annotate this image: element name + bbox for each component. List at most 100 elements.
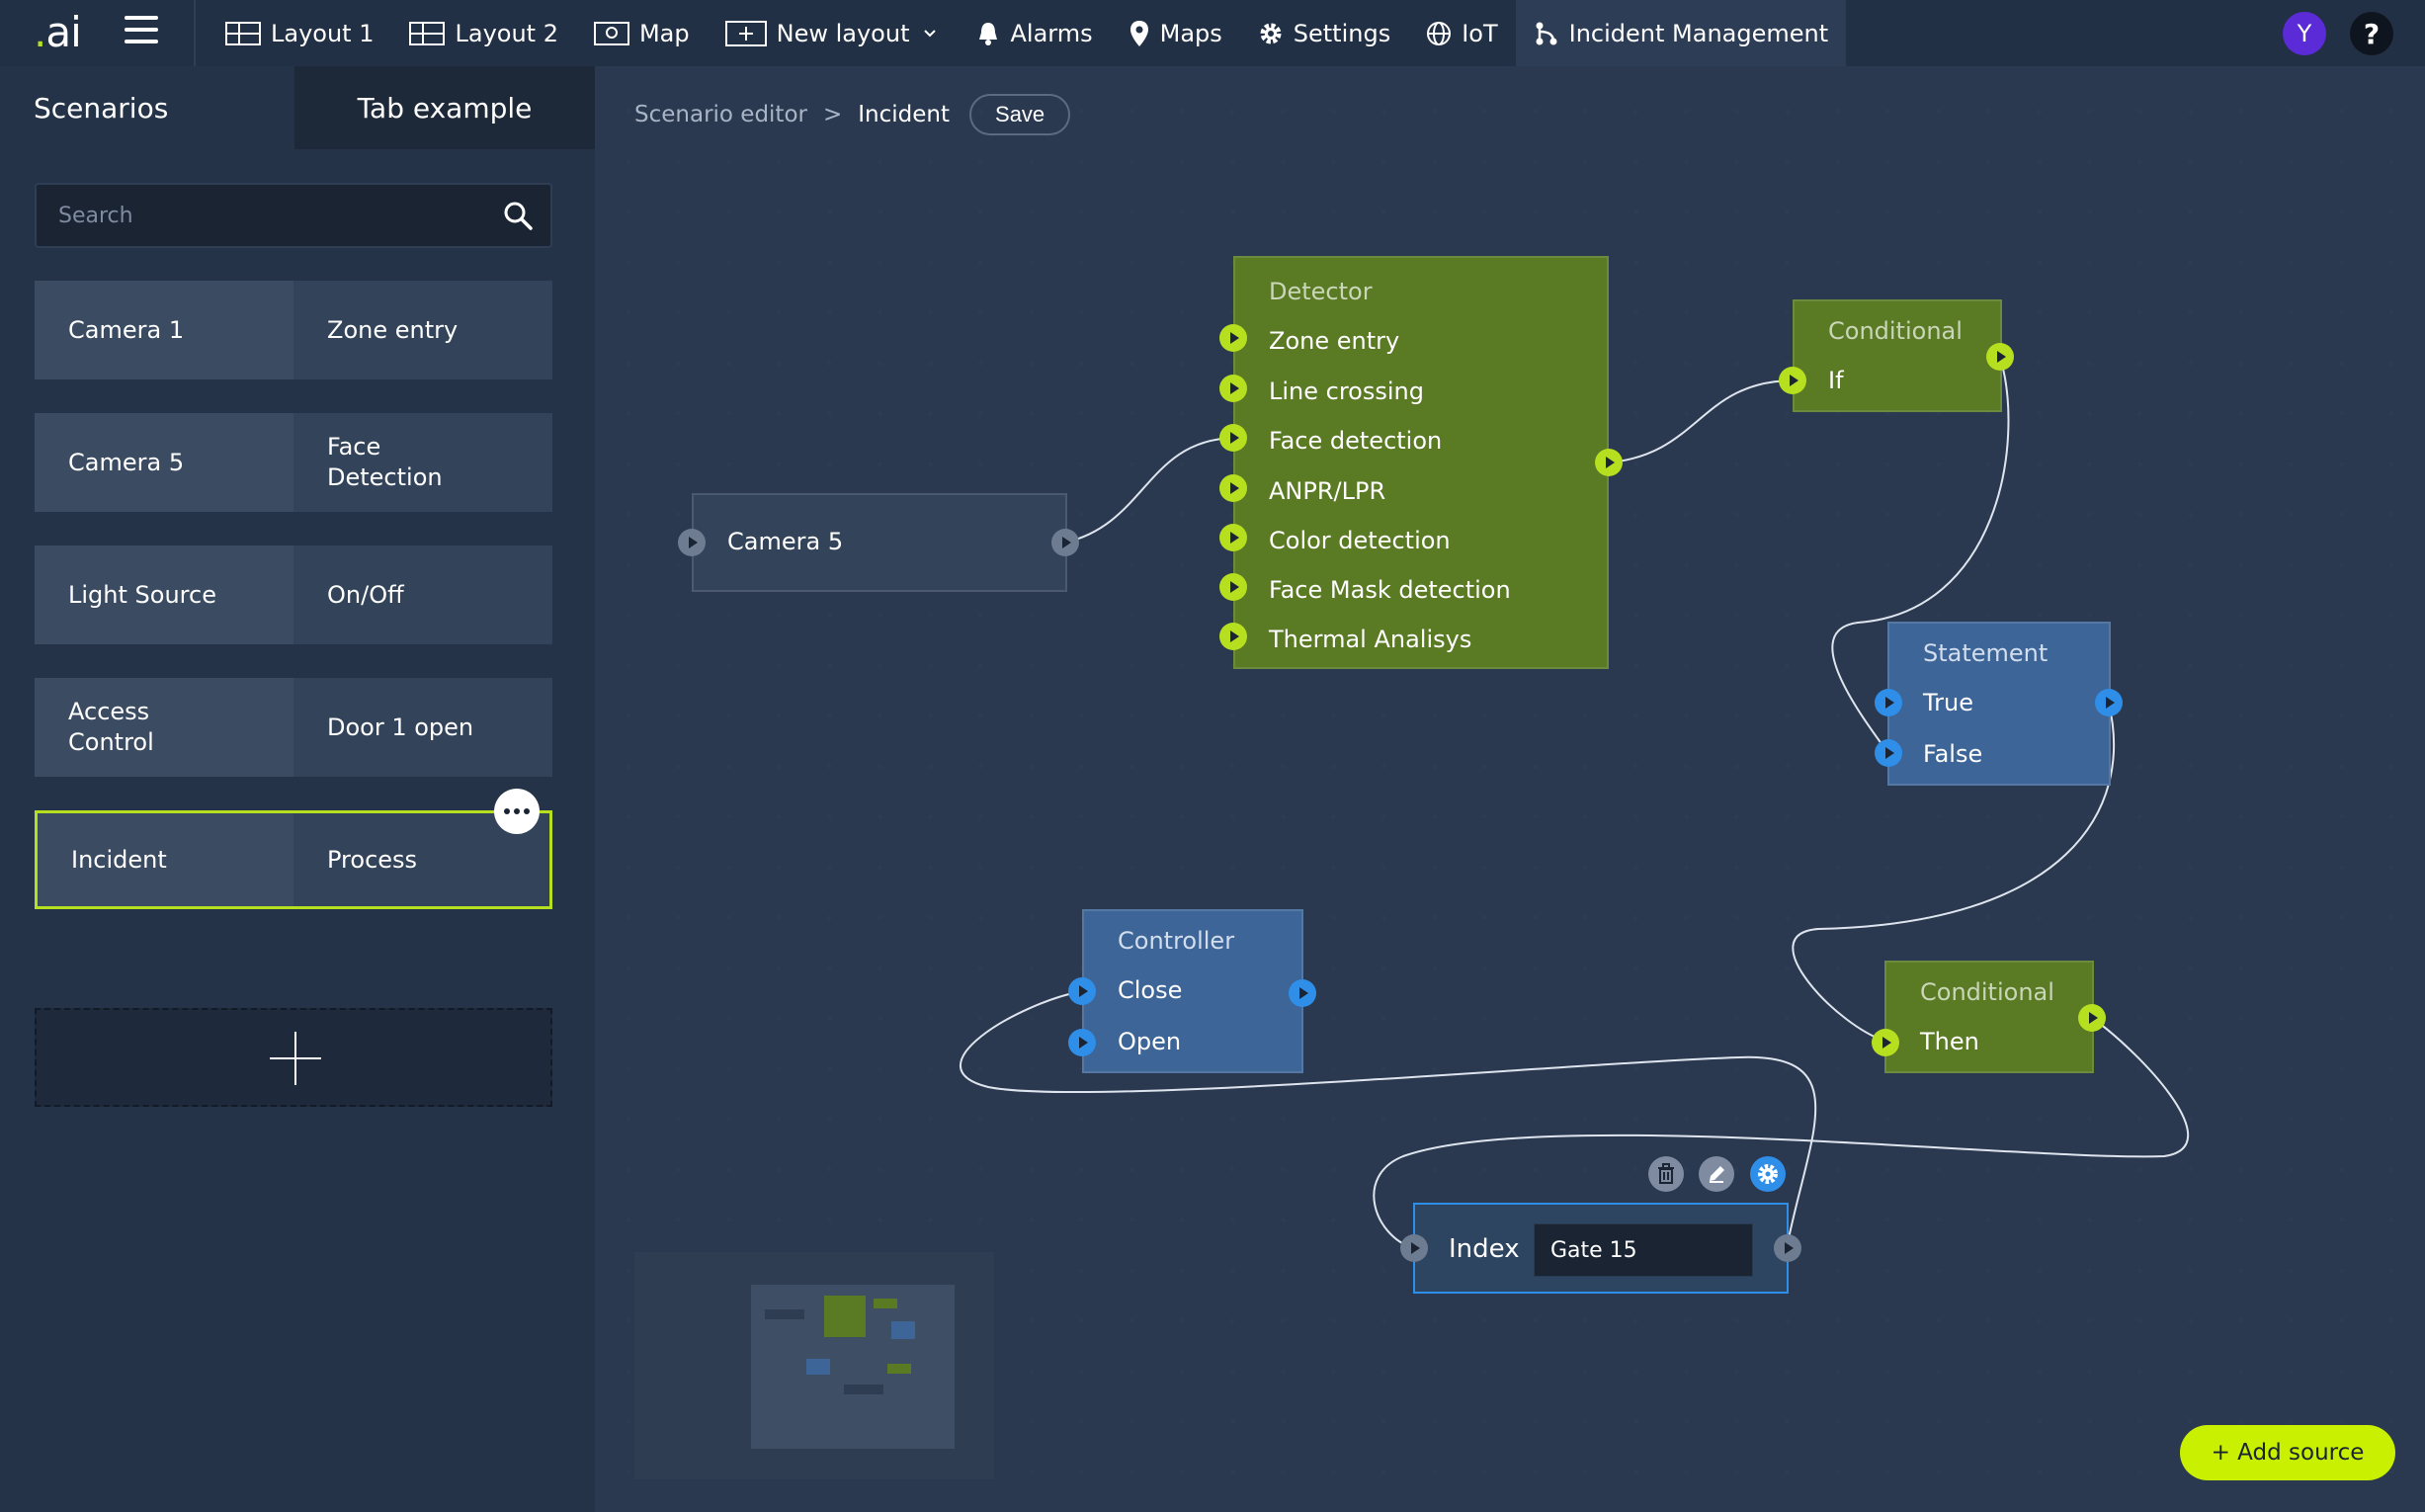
add-source-button[interactable]: + Add source [2180, 1425, 2395, 1480]
detector-item-line-crossing: Line crossing [1269, 378, 1424, 405]
statement-item-true: True [1923, 689, 1973, 716]
user-avatar[interactable]: Y [2283, 12, 2326, 55]
bell-icon [979, 22, 998, 45]
detector-output-port-icon[interactable] [1595, 449, 1623, 476]
scenario-card-camera-5[interactable]: Camera 5 Face Detection [35, 413, 552, 512]
scenario-card-access-control[interactable]: Access Control Door 1 open [35, 678, 552, 777]
minimap-viewport[interactable] [751, 1285, 955, 1449]
save-button[interactable]: Save [969, 94, 1071, 135]
delete-node-icon[interactable] [1648, 1156, 1684, 1192]
index-output-port-icon[interactable] [1774, 1234, 1801, 1262]
logo-text: ai [45, 8, 81, 56]
conditional-then-output-port-icon[interactable] [2078, 1004, 2106, 1032]
nav-item-label: Layout 2 [455, 19, 558, 47]
scenario-source: Camera 1 [35, 281, 293, 379]
index-node[interactable]: Index [1413, 1203, 1789, 1294]
canvas-minimap[interactable] [634, 1252, 994, 1479]
index-input-port-icon[interactable] [1400, 1234, 1428, 1262]
breadcrumb-separator: > [822, 102, 843, 127]
nav-divider [194, 0, 196, 66]
nav-item-layout-2[interactable]: Layout 2 [391, 0, 575, 66]
statement-node[interactable]: Statement True False [1887, 622, 2111, 786]
scenario-source: Light Source [35, 546, 293, 644]
camera-node[interactable]: Camera 5 [692, 493, 1067, 592]
nav-item-label: Maps [1159, 19, 1222, 47]
statement-true-port-icon[interactable] [1875, 689, 1902, 716]
detector-port-anpr-icon[interactable] [1219, 474, 1247, 502]
search-box [35, 183, 552, 248]
scenario-card-incident[interactable]: Incident Process [35, 810, 552, 909]
statement-item-false: False [1923, 740, 1983, 768]
detector-item-face-mask: Face Mask detection [1269, 576, 1511, 604]
detector-port-face-detection-icon[interactable] [1219, 424, 1247, 452]
layout-icon [225, 21, 261, 45]
nav-item-label: IoT [1462, 19, 1498, 47]
detector-port-face-mask-icon[interactable] [1219, 573, 1247, 601]
minimap-node [824, 1296, 866, 1337]
controller-item-close: Close [1118, 976, 1183, 1004]
nav-menu: Layout 1 Layout 2 Map New layout Alarms … [208, 0, 1847, 66]
map-icon [593, 21, 629, 45]
nav-item-label: New layout [776, 19, 910, 47]
scenario-event: Door 1 open [293, 678, 552, 777]
nav-item-maps[interactable]: Maps [1111, 0, 1240, 66]
minimap-node [891, 1321, 915, 1339]
hamburger-menu-icon[interactable] [125, 16, 158, 47]
nav-item-settings[interactable]: Settings [1240, 0, 1408, 66]
top-navigation-bar: .ai Layout 1 Layout 2 Map New layout Ala… [0, 0, 2425, 66]
nav-item-map[interactable]: Map [576, 0, 708, 66]
scenario-source: Camera 5 [35, 413, 293, 512]
app-logo[interactable]: .ai [34, 8, 82, 56]
camera-output-port-icon[interactable] [1051, 529, 1079, 556]
globe-icon [1427, 21, 1452, 45]
conditional-if-input-port-icon[interactable] [1779, 367, 1806, 394]
controller-close-port-icon[interactable] [1068, 977, 1096, 1005]
search-input[interactable] [37, 185, 491, 246]
node-settings-icon[interactable] [1750, 1156, 1786, 1192]
minimap-node [874, 1299, 897, 1308]
scenario-card-light-source[interactable]: Light Source On/Off [35, 546, 552, 644]
nav-item-label: Settings [1293, 19, 1391, 47]
nav-item-alarms[interactable]: Alarms [959, 0, 1110, 66]
detector-item-face-detection: Face detection [1269, 427, 1443, 455]
breadcrumb-root[interactable]: Scenario editor [634, 102, 807, 127]
statement-false-port-icon[interactable] [1875, 739, 1902, 767]
chevron-down-icon [924, 29, 937, 37]
controller-output-port-icon[interactable] [1289, 979, 1316, 1007]
edit-node-icon[interactable] [1699, 1156, 1734, 1192]
nav-item-iot[interactable]: IoT [1408, 0, 1515, 66]
controller-open-port-icon[interactable] [1068, 1029, 1096, 1056]
nav-item-new-layout[interactable]: New layout [708, 0, 960, 66]
scenario-card-camera-1[interactable]: Camera 1 Zone entry [35, 281, 552, 379]
more-options-icon[interactable] [494, 789, 540, 834]
detector-node[interactable]: Detector Zone entry Line crossing Face d… [1233, 256, 1609, 669]
scenario-event: Zone entry [293, 281, 552, 379]
search-icon[interactable] [503, 201, 533, 230]
nav-item-layout-1[interactable]: Layout 1 [208, 0, 391, 66]
detector-item-anpr: ANPR/LPR [1269, 477, 1386, 505]
detector-port-color-detection-icon[interactable] [1219, 524, 1247, 551]
plus-icon-stroke [294, 1032, 296, 1085]
conditional-then-input-port-icon[interactable] [1872, 1029, 1899, 1056]
detector-port-zone-entry-icon[interactable] [1219, 324, 1247, 352]
conditional-if-output-port-icon[interactable] [1986, 343, 2014, 371]
controller-node[interactable]: Controller Close Open [1082, 909, 1303, 1073]
tab-label: Tab example [357, 91, 533, 125]
camera-input-port-icon[interactable] [678, 529, 706, 556]
index-value-input[interactable] [1534, 1223, 1753, 1277]
conditional-then-node[interactable]: Conditional Then [1884, 961, 2094, 1073]
help-icon[interactable]: ? [2350, 12, 2393, 55]
index-node-label: Index [1449, 1234, 1520, 1264]
scenario-source: Incident [38, 813, 293, 906]
nav-item-incident-management[interactable]: Incident Management [1515, 0, 1847, 66]
tab-scenarios[interactable]: Scenarios [0, 66, 294, 149]
add-scenario-button[interactable] [35, 1008, 552, 1107]
detector-port-line-crossing-icon[interactable] [1219, 375, 1247, 402]
detector-port-thermal-icon[interactable] [1219, 623, 1247, 650]
conditional-if-node[interactable]: Conditional If [1793, 299, 2002, 412]
flow-icon [1536, 22, 1557, 44]
nav-item-label: Map [638, 19, 690, 47]
statement-output-port-icon[interactable] [2095, 689, 2123, 716]
conditional-if-title: Conditional [1828, 317, 1963, 345]
tab-example[interactable]: Tab example [294, 66, 595, 149]
